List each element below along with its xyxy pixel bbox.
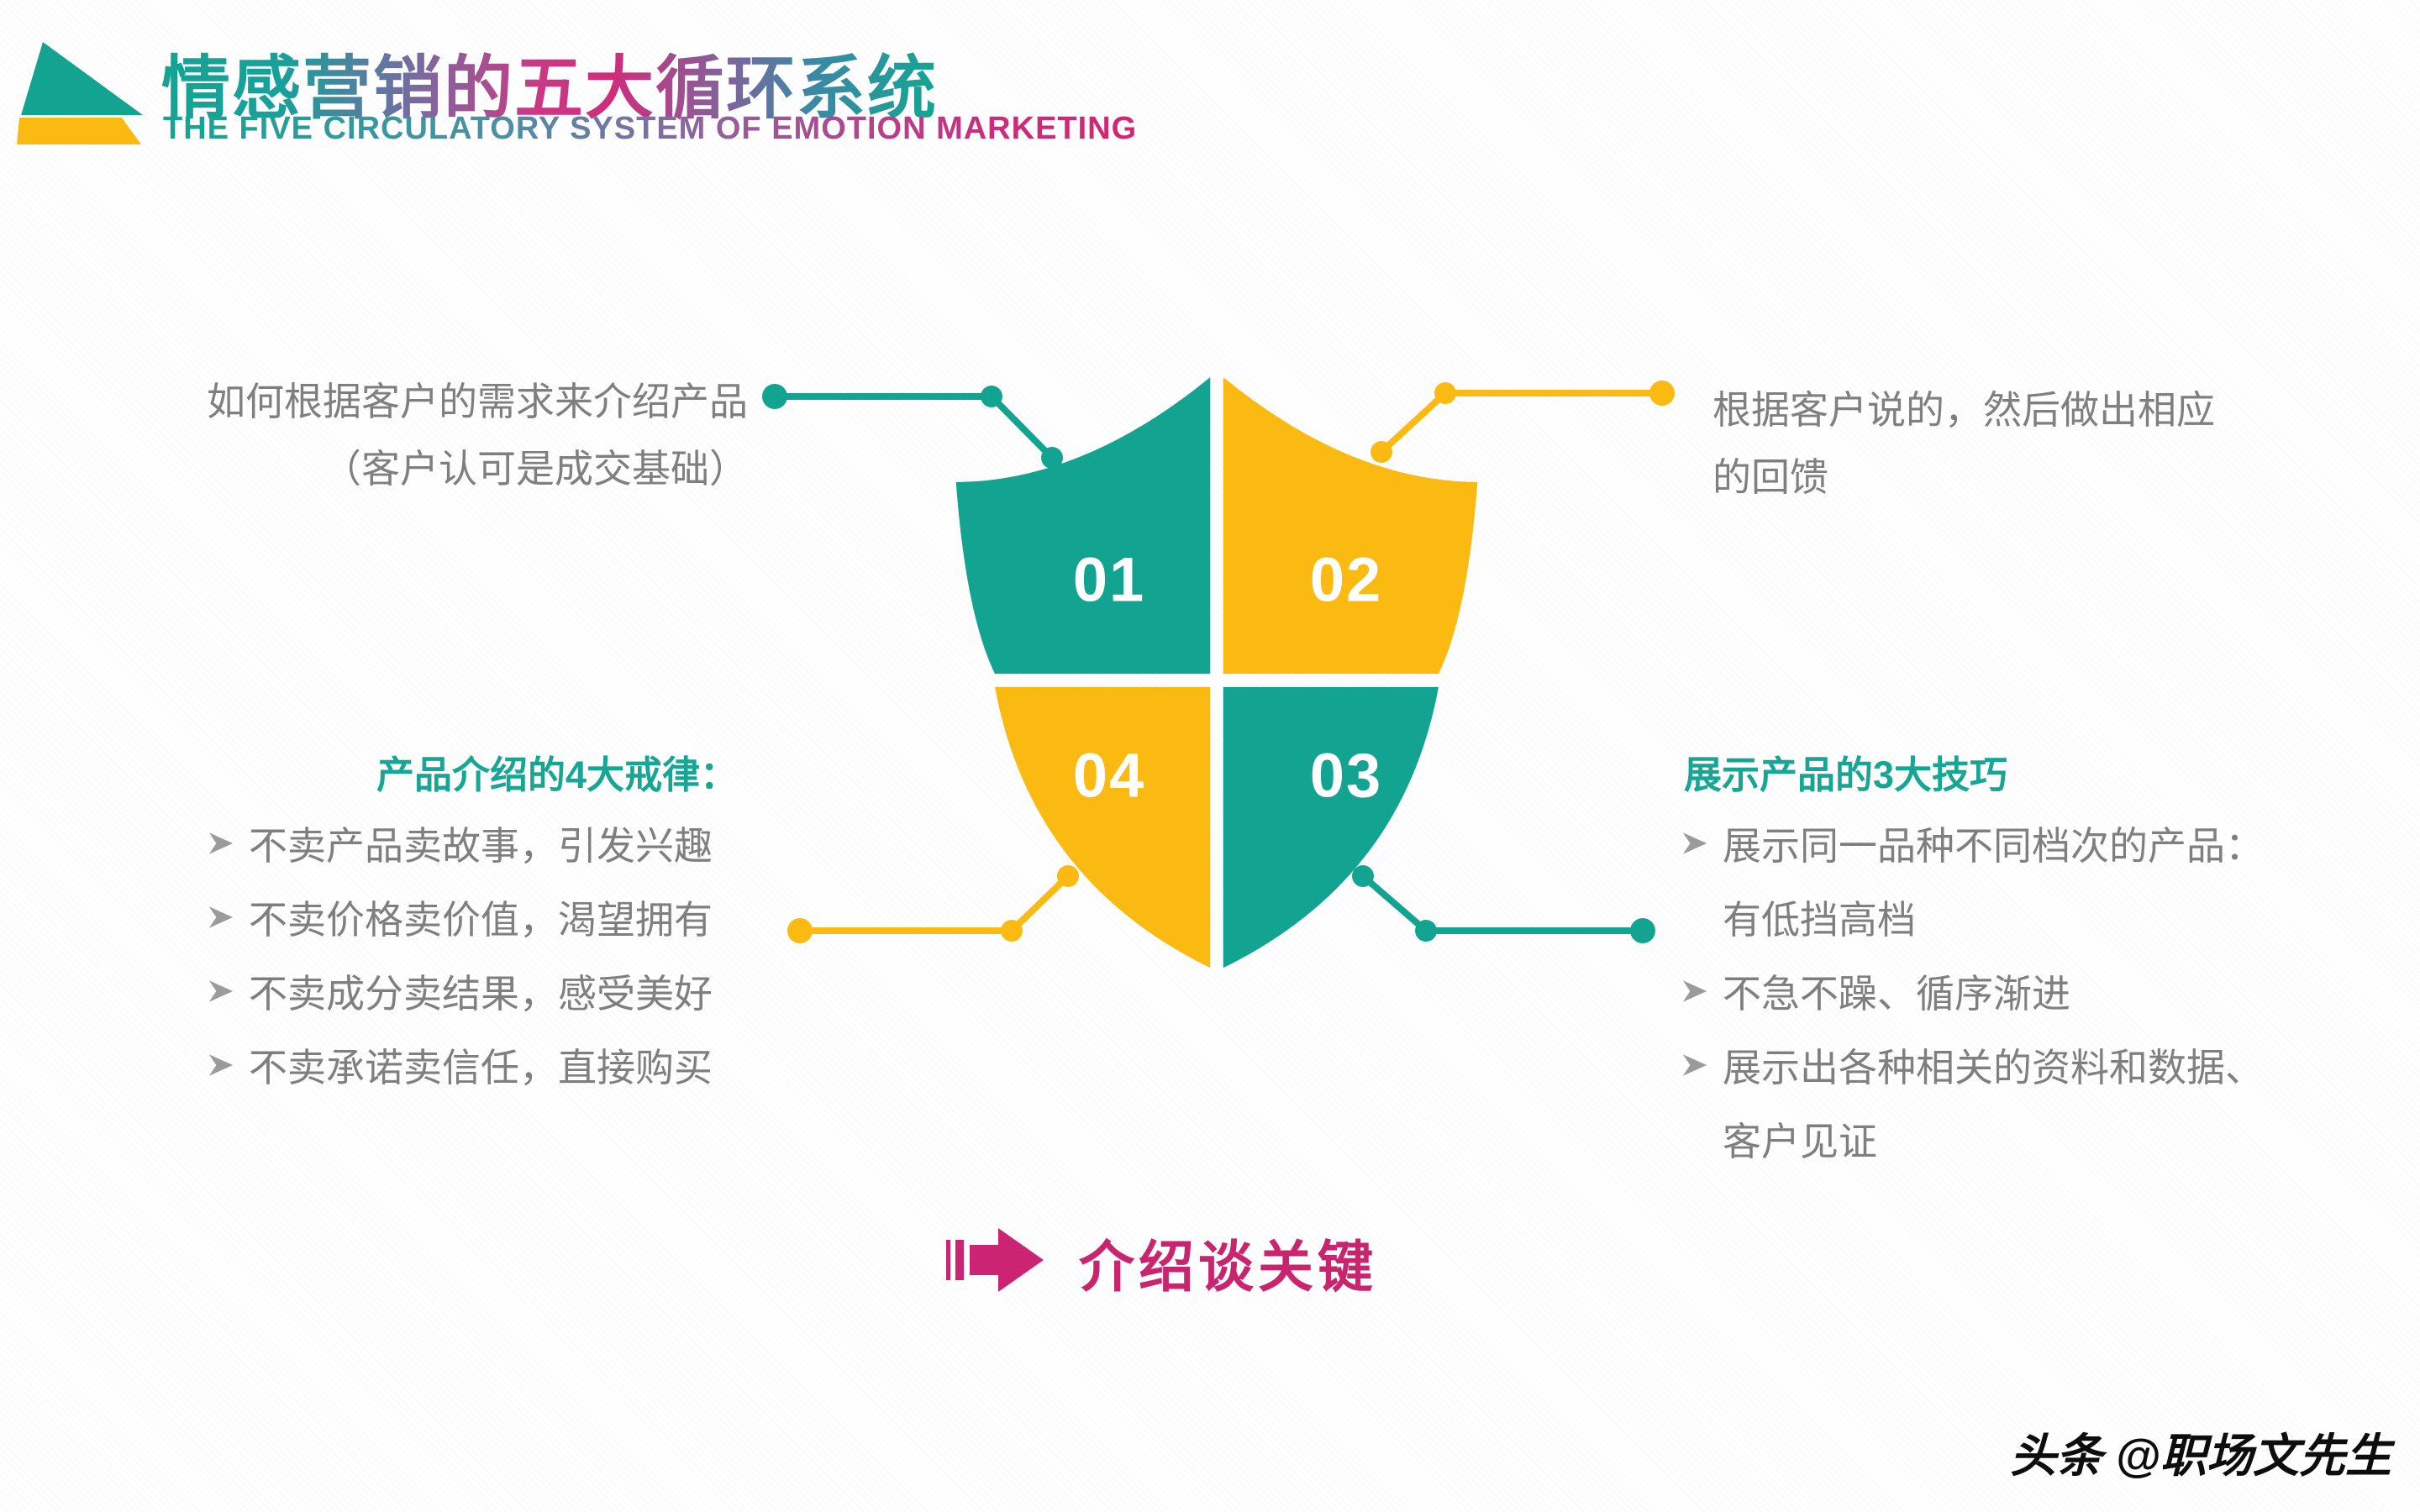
callout-top-left-line1: 如何根据客户的需求来介绍产品 [207, 380, 748, 423]
list-item: 不卖承诺卖信任，直接购买 [207, 1028, 713, 1102]
list-item-text: 客户见证 [1723, 1120, 1877, 1163]
page-subtitle: THE FIVE CIRCULATORY SYSTEM OF EMOTION M… [163, 111, 1138, 146]
list-item-text: 展示同一品种不同档次的产品： [1723, 824, 2264, 868]
list-item: 不卖价格卖价值，渴望拥有 [207, 880, 713, 954]
list-item: 不卖产品卖故事，引发兴趣 [207, 806, 713, 880]
list-item: 展示同一品种不同档次的产品： [1681, 806, 2264, 880]
callout-top-right-line1: 根据客户说的，然后做出相应 [1712, 388, 2215, 432]
list-item-text: 不卖承诺卖信任，直接购买 [249, 1046, 713, 1089]
list-item: 客户见证 [1681, 1102, 2264, 1176]
bullet-arrow-icon [208, 1054, 234, 1076]
callout-top-right: 根据客户说的，然后做出相应 的回馈 [1712, 376, 2215, 511]
quadrant-label-01: 01 [1072, 544, 1146, 615]
bullet-arrow-icon [1682, 1054, 1707, 1076]
quadrant-label-04: 04 [1072, 740, 1146, 811]
watermark-text: 头条 @职场文先生 [2010, 1430, 2391, 1482]
bullet-arrow-icon [1682, 832, 1707, 854]
callout-top-left-line2: （客户认可是成交基础） [323, 447, 748, 491]
quadrant-label-02: 02 [1309, 544, 1383, 615]
list-item-text: 不卖价格卖价值，渴望拥有 [249, 898, 713, 942]
page-title: 情感营销的五大循环系统 [161, 32, 938, 132]
rules-list: 不卖产品卖故事，引发兴趣 不卖价格卖价值，渴望拥有 不卖成分卖结果，感受美好 不… [207, 806, 713, 1102]
shield-quadrants-icon [955, 376, 1478, 969]
bullet-arrow-icon [208, 906, 234, 928]
tips-list: 展示同一品种不同档次的产品： 有低挡高档 不急不躁、循序渐进 展示出各种相关的资… [1681, 806, 2264, 1176]
list-item-text: 有低挡高档 [1723, 898, 1916, 942]
callout-top-right-line2: 的回馈 [1712, 455, 1828, 499]
shield-graphic: 01 02 04 03 [950, 372, 1484, 989]
quadrant-label-03: 03 [1309, 740, 1383, 811]
list-item-text: 展示出各种相关的资料和数据、 [1723, 1046, 2264, 1089]
list-item: 展示出各种相关的资料和数据、 [1681, 1028, 2264, 1102]
bullet-arrow-icon [1682, 980, 1707, 1002]
tips-heading: 展示产品的3大技巧 [1684, 753, 2008, 796]
key-point-label: 介绍谈关键 [1079, 1236, 1377, 1298]
list-item: 不急不躁、循序渐进 [1681, 954, 2264, 1028]
key-point-arrow-icon [946, 1228, 1044, 1292]
list-item-text: 不急不躁、循序渐进 [1723, 972, 2070, 1016]
list-item-text: 不卖成分卖结果，感受美好 [249, 972, 713, 1016]
bullet-arrow-icon [208, 832, 234, 854]
rules-heading: 产品介绍的4大戒律： [376, 753, 738, 796]
callout-top-left: 如何根据客户的需求来介绍产品 （客户认可是成交基础） [207, 368, 748, 502]
list-item: 有低挡高档 [1681, 880, 2264, 954]
list-item: 不卖成分卖结果，感受美好 [207, 954, 713, 1028]
bullet-arrow-icon [208, 980, 234, 1002]
list-item-text: 不卖产品卖故事，引发兴趣 [249, 824, 713, 868]
logo-triangles-icon [17, 42, 143, 144]
